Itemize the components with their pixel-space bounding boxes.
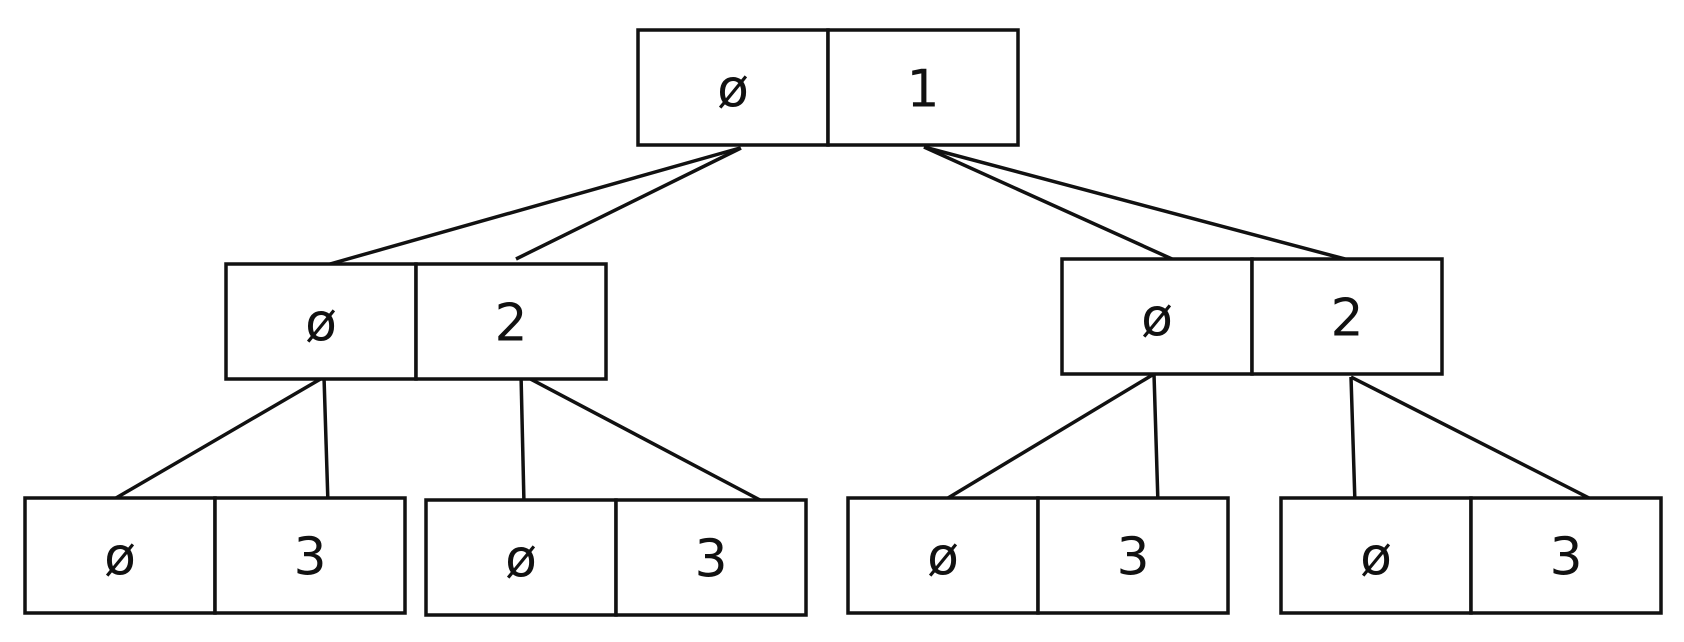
edge-right-to-right-right-2 <box>1350 375 1594 502</box>
node-right-cell-0 <box>1060 257 1254 376</box>
edges-layer <box>115 145 1594 505</box>
node-root-cell-1 <box>826 28 1020 147</box>
edge-left-to-left-left-2 <box>322 376 330 505</box>
edge-right-to-right-left-1 <box>947 372 1155 500</box>
node-right-label-1: 2 <box>1330 289 1363 349</box>
edge-root-to-left-1 <box>329 146 741 266</box>
edge-left-to-left-right-2 <box>520 372 761 502</box>
edge-left-to-left-left-1 <box>115 375 325 500</box>
node-right-right-cell-0 <box>1279 496 1473 615</box>
node-right-right-label-1: 3 <box>1549 528 1582 588</box>
node-left-right-cell-1 <box>614 498 808 617</box>
node-left-cell-0 <box>224 262 418 381</box>
node-right-right-cell-1 <box>1469 496 1663 615</box>
edge-root-to-left-2 <box>515 146 742 261</box>
node-right-left-label-0: ø <box>927 528 959 588</box>
node-right-left-cell-1 <box>1036 496 1230 615</box>
edge-right-to-right-left-2 <box>1152 373 1160 505</box>
node-root-cell-0 <box>636 28 830 147</box>
node-left-label-1: 2 <box>494 294 527 354</box>
node-left-label-0: ø <box>305 294 337 354</box>
node-right-left-label-1: 3 <box>1116 528 1149 588</box>
node-right-label-0: ø <box>1141 289 1173 349</box>
node-root-label-1: 1 <box>906 60 939 120</box>
node-left-left-cell-0 <box>23 496 217 615</box>
node-left-right-cell-0 <box>424 498 618 617</box>
node-left-cell-1 <box>414 262 608 381</box>
edge-right-to-right-right-1 <box>1349 376 1357 505</box>
node-left-left-label-0: ø <box>104 528 136 588</box>
edge-left-to-left-right-1 <box>519 373 526 505</box>
node-left-right-label-0: ø <box>505 530 537 590</box>
node-right-cell-1 <box>1250 257 1444 376</box>
node-left-left-cell-1 <box>213 496 407 615</box>
node-right-left-cell-0 <box>846 496 1040 615</box>
edge-root-to-right-1 <box>923 145 1173 261</box>
node-left-right-label-1: 3 <box>694 530 727 590</box>
node-right-right-label-0: ø <box>1360 528 1392 588</box>
edge-root-to-right-2 <box>923 145 1346 261</box>
node-left-left-label-1: 3 <box>293 528 326 588</box>
node-root-label-0: ø <box>717 60 749 120</box>
